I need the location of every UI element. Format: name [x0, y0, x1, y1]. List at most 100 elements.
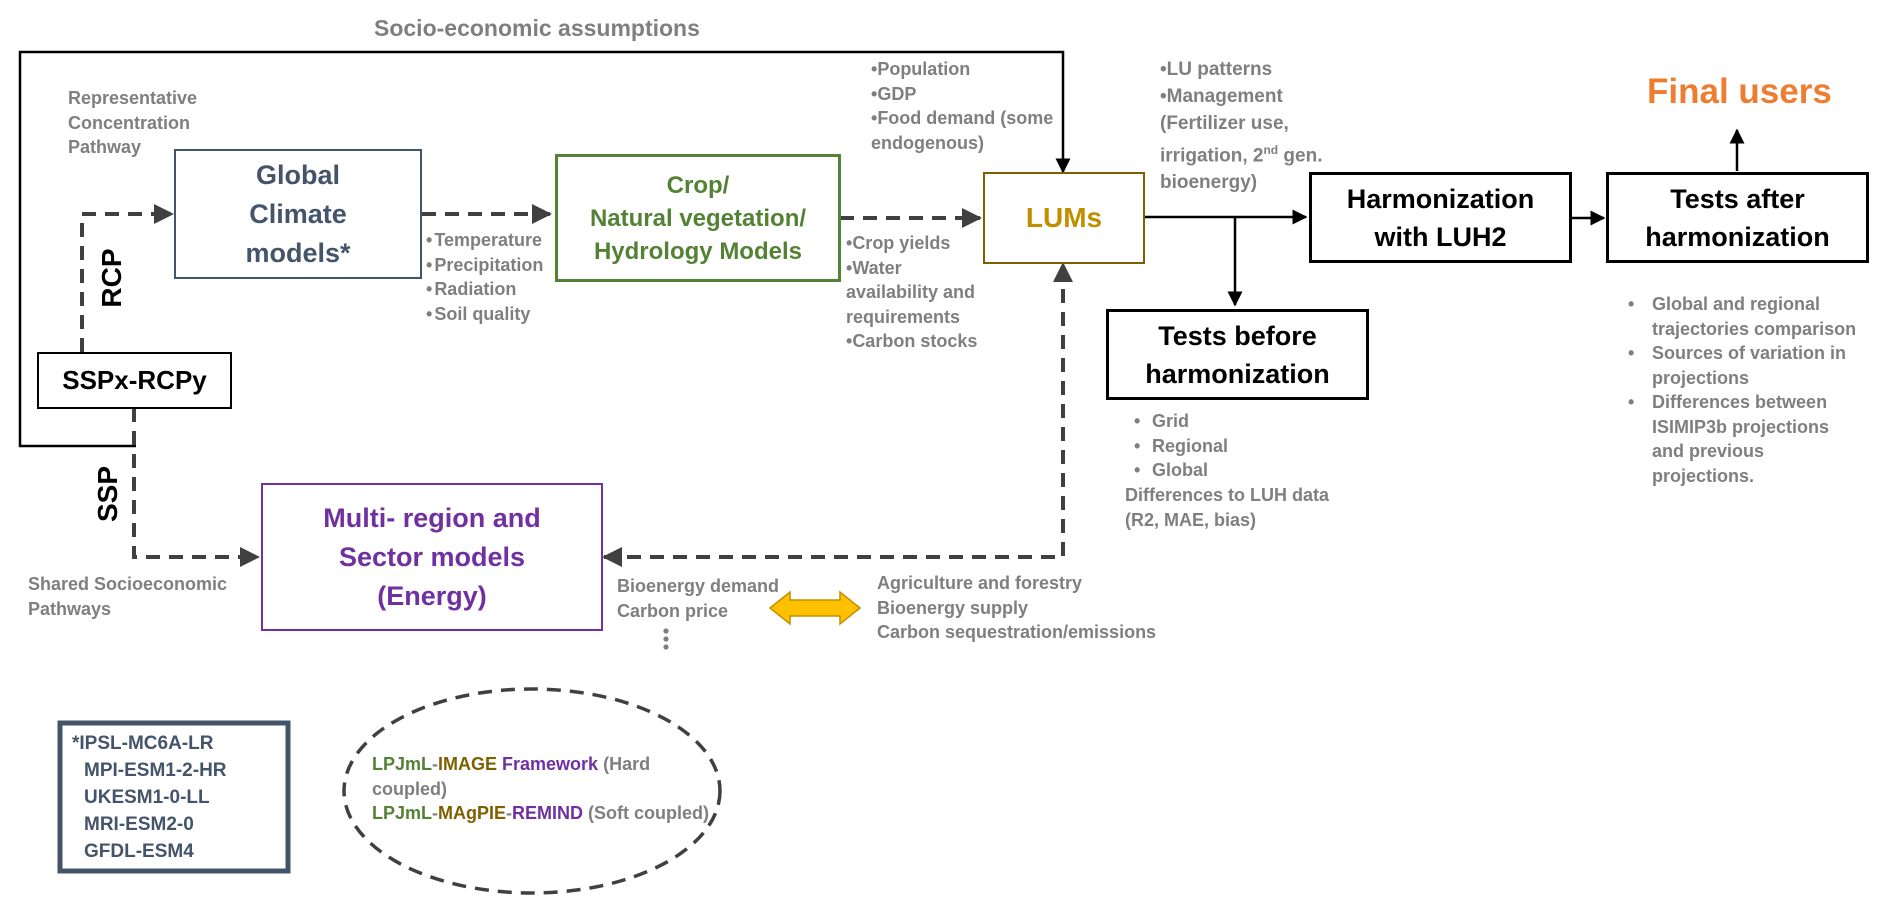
- lums-multi-arrow: [602, 262, 1073, 567]
- list-item: Global: [1124, 458, 1228, 483]
- list-item: Bioenergy supply: [877, 597, 1029, 618]
- framework-list: LPJmL-IMAGE Framework (Hard coupled) LPJ…: [372, 752, 709, 826]
- list-item: •GDP: [871, 83, 917, 104]
- list-item: •Population: [871, 59, 971, 79]
- list-item: ISIMIP3b projections: [1652, 416, 1830, 437]
- socio-vars: •Population •GDP •Food demand (some endo…: [871, 57, 1053, 155]
- climate-vars: Temperature Precipitation Radiation Soil…: [426, 228, 543, 326]
- list-item-text: Sources of variation in: [1652, 343, 1847, 363]
- framework-remind: REMIND: [512, 803, 584, 823]
- framework-sep: -: [432, 803, 439, 823]
- list-item: trajectories comparison: [1652, 318, 1857, 339]
- multi-box-line: (Energy): [377, 580, 487, 611]
- framework-line-1b: coupled): [372, 778, 447, 799]
- lu-output-text: LU patterns: [1166, 59, 1273, 80]
- list-item-text: Differences between: [1652, 392, 1828, 412]
- framework-line-1: LPJmL-IMAGE Framework (Hard: [372, 752, 709, 777]
- rcp-caption: Representative Concentration Pathway: [68, 86, 197, 160]
- crop-box-line: Hydrology Models: [593, 237, 802, 265]
- gcm-list: *IPSL-MC6A-LR MPI-ESM1-2-HR UKESM1-0-LL …: [72, 730, 227, 865]
- harmon-box-line: Harmonization: [1346, 183, 1535, 214]
- list-item: •Management: [1160, 86, 1283, 107]
- ellipsis-dot: [663, 644, 669, 650]
- list-item: (R2, MAE, bias): [1125, 509, 1257, 530]
- bioenergy-right: Agriculture and forestry Bioenergy suppl…: [877, 571, 1156, 645]
- framework-ellipse: [342, 687, 722, 895]
- rcp-caption-line: Concentration: [68, 112, 191, 133]
- list-item: GFDL-ESM4: [84, 841, 194, 862]
- list-item: projections: [1652, 367, 1750, 388]
- crop-output-text: Carbon stocks: [852, 331, 978, 351]
- list-item: Regional: [1124, 434, 1228, 459]
- socio-title: Socio-economic assumptions: [374, 15, 700, 41]
- ssp-caption-line: Shared Socioeconomic: [28, 574, 228, 594]
- socio-loop-line: [18, 50, 1071, 448]
- tests-after-box-line: Tests after: [1670, 183, 1805, 214]
- framework-sep: -: [432, 754, 439, 774]
- lu-output-superscript: nd: [1263, 143, 1279, 157]
- lu-output-text: gen.: [1278, 145, 1323, 167]
- crop-outputs: •Crop yields •Water availability and req…: [846, 231, 977, 354]
- list-item: Carbon sequestration/emissions: [877, 622, 1157, 642]
- framework-lpjml: LPJmL: [372, 803, 433, 823]
- rcp-caption-line: Pathway: [68, 137, 142, 157]
- framework-magpie: MAgPIE: [438, 803, 507, 823]
- double-arrow: [768, 590, 862, 626]
- framework-framework: Framework: [497, 754, 599, 774]
- list-item: MPI-ESM1-2-HR: [84, 760, 227, 781]
- tests-before-box-line: harmonization: [1145, 358, 1330, 389]
- ssp-arrow: [132, 408, 260, 567]
- list-item: projections.: [1652, 465, 1755, 486]
- rcp-caption-line: Representative: [68, 88, 198, 108]
- crop-box: Crop/Natural vegetation/Hydrology Models: [555, 154, 841, 282]
- list-item: •Food demand (some: [871, 108, 1054, 128]
- rcp-label: RCP: [96, 248, 127, 308]
- bioenergy-left: Bioenergy demand Carbon price: [617, 574, 779, 623]
- list-item: Grid: [1124, 409, 1228, 434]
- list-item: Agriculture and forestry: [877, 573, 1083, 593]
- crop-output-text: Water: [852, 257, 902, 278]
- framework-image: IMAGE: [438, 754, 498, 774]
- list-item: Carbon price: [617, 600, 729, 621]
- framework-line-2: LPJmL-MAgPIE-REMIND (Soft coupled): [372, 801, 709, 826]
- list-item: bioenergy): [1160, 172, 1258, 194]
- list-item: •Global and regional: [1628, 294, 1821, 314]
- ssprcp-box: SSPx-RCPy: [37, 352, 232, 409]
- crop-box-line: Natural vegetation/: [589, 204, 807, 232]
- tests-after-items: •Global and regional trajectories compar…: [1620, 292, 1856, 488]
- list-item: •Water: [846, 257, 902, 278]
- list-item: requirements: [846, 306, 961, 327]
- list-item-text: Global and regional: [1652, 294, 1821, 314]
- socio-var-text: Population: [877, 59, 971, 79]
- list-item: •LU patterns: [1160, 59, 1273, 80]
- list-item: Precipitation: [426, 253, 543, 278]
- ellipsis-dot: [663, 636, 669, 642]
- ellipsis-dot: [663, 628, 669, 634]
- lu-output-text: Management: [1166, 86, 1283, 107]
- tests-before-items: Grid Regional Global: [1124, 409, 1228, 483]
- multi-box-line: Multi- region and: [323, 502, 541, 533]
- list-item: •Crop yields: [846, 233, 951, 253]
- framework-hard: (Hard: [598, 754, 651, 774]
- ssp-label: SSP: [92, 465, 123, 523]
- list-item: Differences to LUH data: [1125, 485, 1330, 505]
- tests-after-box-line: harmonization: [1645, 221, 1830, 252]
- tests-after-box: Tests after harmonization: [1606, 172, 1869, 263]
- gcm-list-frame: [57, 720, 291, 874]
- list-item: •Differences between: [1628, 392, 1828, 412]
- gcm-box-line: models*: [245, 237, 351, 268]
- list-item: Radiation: [426, 277, 543, 302]
- multi-box-line: Sector models: [338, 541, 526, 572]
- rcp-arrow: [80, 204, 174, 352]
- list-item: •Sources of variation in: [1628, 343, 1847, 363]
- list-item: •Carbon stocks: [846, 331, 978, 351]
- lums-box: LUMs: [983, 172, 1145, 264]
- framework-lpjml: LPJmL: [372, 754, 433, 774]
- framework-sep: -: [506, 803, 513, 823]
- list-item: (Fertilizer use,: [1160, 113, 1289, 134]
